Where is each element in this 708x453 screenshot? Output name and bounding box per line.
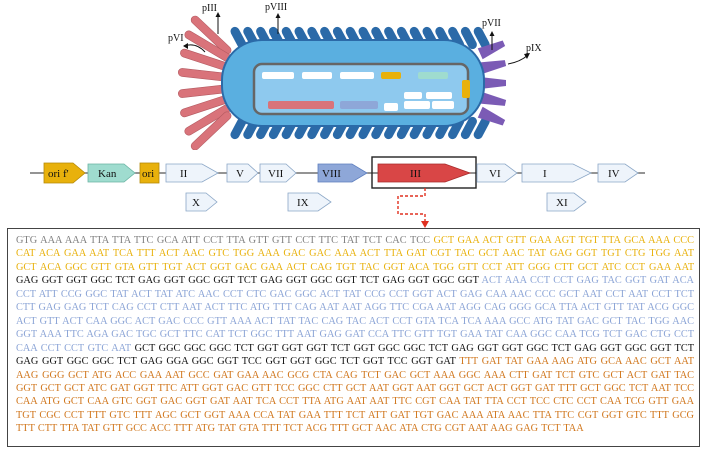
ori-f-label: ori f' bbox=[48, 168, 69, 180]
gene-XI-label: XI bbox=[556, 197, 568, 209]
seq-domain-n2: ACT AAA CCT CCT GAG TAC GGT GAT ACA CCT … bbox=[16, 275, 694, 354]
pVII-pIX-protein bbox=[477, 106, 506, 126]
gene-X-label: X bbox=[192, 197, 200, 209]
seq-domain-n1: GCT GAA ACT GTT GAA AGT TGT TTA GCA AAA … bbox=[16, 235, 694, 273]
coat-protein bbox=[473, 116, 490, 140]
label-pIII: pIII bbox=[202, 3, 217, 14]
label-pVIII: pVIII bbox=[265, 2, 287, 13]
kan-label: Kan bbox=[98, 168, 117, 180]
pIII-protein bbox=[190, 111, 232, 150]
seq-domain-ct: TTT GAT TAT GAA AAG ATG GCA AAC GCT AAT … bbox=[16, 356, 694, 435]
gene-IX-label: IX bbox=[297, 197, 309, 209]
gene-IV-label: IV bbox=[608, 168, 620, 180]
protein-labels: pIII pVIII pVI pVII pIX bbox=[168, 2, 542, 65]
gene-III-sequence-box: GTG AAA AAA TTA TTA TTC GCA ATT CCT TTA … bbox=[7, 228, 700, 447]
gene-II-arrow bbox=[165, 163, 219, 183]
pIII-protein bbox=[190, 15, 232, 55]
gene-III-highlight-box bbox=[371, 156, 477, 189]
ori-box bbox=[139, 162, 160, 184]
gene-I-arrow bbox=[521, 163, 592, 183]
ori-label: ori bbox=[142, 168, 154, 180]
label-pVI: pVI bbox=[168, 33, 184, 44]
coat-protein bbox=[230, 26, 247, 50]
label-pIX: pIX bbox=[526, 43, 542, 54]
phage-illustration: pIII pVIII pVI pVII pIX bbox=[168, 2, 542, 150]
gene-III-sequence: GTG AAA AAA TTA TTA TTC GCA ATT CCT TTA … bbox=[16, 234, 694, 436]
pVII-pIX-protein bbox=[480, 77, 506, 89]
genetic-map: ori f' Kan ori II V VII VIII III VI I IV… bbox=[30, 156, 645, 228]
gene-XI-arrow bbox=[546, 192, 587, 212]
seq-linker-2: GCT GGC GGC GGC TCT GGT GGT GGT TCT GGT … bbox=[16, 342, 694, 368]
seq-signal-peptide: GTG AAA AAA TTA TTA TTC GCA ATT CCT TTA … bbox=[16, 235, 430, 246]
pIII-pVI-tips bbox=[177, 15, 232, 150]
gene-VI-arrow bbox=[476, 163, 518, 183]
callout-arrowhead bbox=[421, 221, 429, 228]
gene-VIII-arrow bbox=[317, 163, 368, 183]
gene-III-arrow bbox=[377, 163, 472, 183]
coat-protein bbox=[460, 116, 477, 140]
gene-I-label: I bbox=[543, 168, 547, 180]
coat-protein bbox=[230, 116, 247, 140]
seq-linker-1: GAG GGT GGT GGC TCT GAG GGT GGC GGT TCT … bbox=[16, 275, 479, 287]
coat-protein bbox=[460, 26, 477, 50]
gene-III-label: III bbox=[410, 168, 421, 180]
label-pVII: pVII bbox=[482, 18, 501, 29]
gene-V-arrow bbox=[226, 163, 259, 183]
gene-IX-arrow bbox=[287, 192, 332, 212]
pVII-pIX-protein bbox=[477, 40, 506, 60]
pVII-pIX-tips bbox=[477, 40, 507, 126]
gene-VII-arrow bbox=[259, 163, 297, 183]
pVII-pIX-protein bbox=[478, 91, 507, 106]
gene-X-arrow bbox=[185, 192, 218, 212]
gene-VIII-label: VIII bbox=[322, 168, 341, 180]
gene-IV-arrow bbox=[597, 163, 639, 183]
ori-f-arrow bbox=[43, 162, 86, 184]
gene-V-label: V bbox=[236, 168, 244, 180]
gene-III-callout-arrow bbox=[397, 188, 426, 224]
coat-protein bbox=[473, 26, 490, 50]
gene-VI-label: VI bbox=[489, 168, 501, 180]
genome-features bbox=[262, 72, 470, 111]
gene-VII-label: VII bbox=[268, 168, 284, 180]
kan-arrow bbox=[87, 163, 136, 183]
pVII-pIX-protein bbox=[478, 60, 507, 75]
gene-II-label: II bbox=[180, 168, 188, 180]
